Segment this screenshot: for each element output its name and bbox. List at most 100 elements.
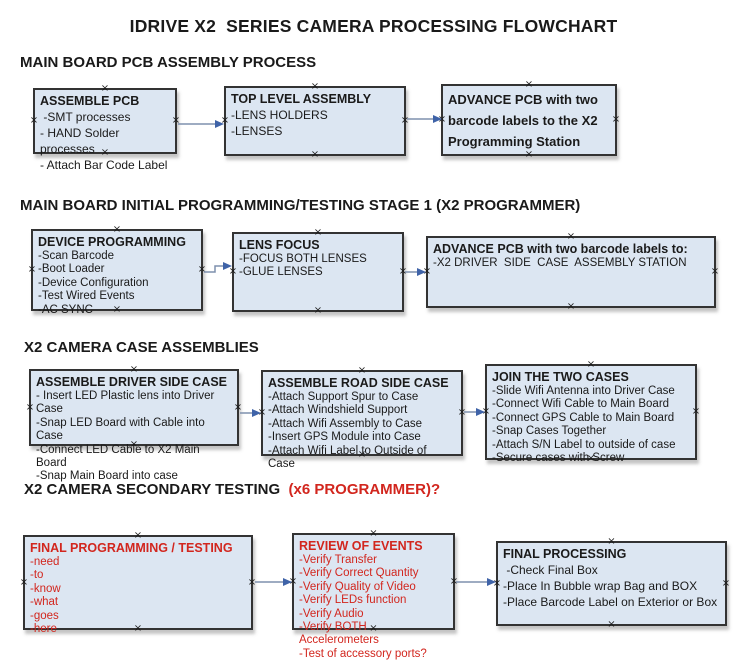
connection-point-icon: ×: [422, 266, 432, 277]
box-title: ASSEMBLE ROAD SIDE CASE: [268, 376, 449, 390]
box-item: -Snap Cases Together: [492, 425, 607, 438]
box-item: -LENSES: [231, 124, 283, 138]
box-item: -Test Wired Events: [38, 290, 135, 303]
box-item-list: -Scan Barcode-Boot Loader-Device Configu…: [38, 250, 196, 317]
flowchart-box-top-level-assembly[interactable]: TOP LEVEL ASSEMBLY -LENS HOLDERS-LENSES …: [220, 82, 410, 160]
box-item: -Verify Quality of Video: [299, 580, 416, 593]
box-title: REVIEW OF EVENTS: [299, 539, 423, 553]
box-item-list: -Slide Wifi Antenna into Driver Case-Con…: [492, 385, 690, 465]
flowchart-box-review-of-events[interactable]: REVIEW OF EVENTS -Verify Transfer-Verify…: [288, 529, 459, 660]
flowchart-box-advance-pcb-programming-station[interactable]: ADVANCE PCB with two barcode labels to t…: [437, 80, 621, 160]
box-item: -need: [30, 556, 60, 568]
connection-point-icon: ×: [288, 575, 298, 587]
box-item: - Attach Bar Code Label: [40, 158, 168, 172]
connection-point-icon: ×: [437, 114, 447, 125]
box-item: -SMT processes: [40, 110, 131, 124]
box-item: -know: [30, 582, 61, 595]
flowchart-box-assemble-road-side-case[interactable]: ASSEMBLE ROAD SIDE CASE -Attach Support …: [257, 366, 467, 471]
connector-arrow-driver-case-to-road-case: [240, 409, 261, 417]
box-item: -Verify BOTH Accelerometers: [299, 621, 379, 647]
box-item: -GLUE LENSES: [239, 266, 323, 279]
box-title: JOIN THE TWO CASES: [492, 370, 629, 384]
connection-point-icon: ×: [492, 577, 502, 589]
box-item-list: -LENS HOLDERS -LENSES: [231, 107, 399, 139]
connection-point-icon: ×: [611, 114, 621, 125]
flowchart-box-final-programming-testing[interactable]: FINAL PROGRAMMING / TESTING -need-to-kno…: [19, 531, 257, 636]
box-item-list: -Verify Transfer-Verify Correct Quantity…: [299, 554, 448, 661]
box-item-list: -FOCUS BOTH LENSES-GLUE LENSES: [239, 253, 397, 280]
flowchart-box-join-the-two-cases[interactable]: JOIN THE TWO CASES -Slide Wifi Antenna i…: [481, 360, 700, 465]
flowchart-box-advance-pcb-driver-station[interactable]: ADVANCE PCB with two barcode labels to: …: [422, 232, 720, 312]
connection-point-icon: ×: [27, 264, 37, 275]
box-item: -Snap LED Board with Cable into Case: [36, 416, 208, 443]
box-item: -Device Configuration: [38, 276, 149, 289]
box-item: - Insert LED Plastic lens into Driver Ca…: [36, 390, 218, 416]
box-item: - HAND Solder processes: [40, 126, 123, 156]
box-title: ADVANCE PCB with two barcode labels to:: [433, 242, 688, 256]
box-item: -Insert GPS Module into Case: [268, 431, 421, 444]
box-item: -Place Barcode Label on Exterior or Box: [503, 595, 718, 609]
connector-arrow-road-case-to-join-cases: [464, 408, 485, 416]
connection-point-icon: ×: [25, 401, 35, 413]
box-item: -Slide Wifi Antenna into Driver Case: [492, 385, 675, 397]
connection-point-icon: ×: [29, 115, 39, 126]
box-item: -Attach Windshield Support: [268, 404, 408, 417]
box-item: -Place In Bubble wrap Bag and BOX: [503, 579, 698, 593]
connector-arrow-lens-focus-to-advance-pcb: [405, 268, 426, 276]
connector-arrow-final-programming-to-review: [255, 578, 292, 586]
connection-point-icon: ×: [19, 576, 29, 588]
box-item-list: - Insert LED Plastic lens into Driver Ca…: [36, 390, 232, 484]
section-heading-secondary-testing-red: (x6 PROGRAMMER)?: [288, 481, 441, 498]
box-item: -Verify Audio: [299, 607, 364, 620]
box-item: -LENS HOLDERS: [231, 108, 328, 122]
box-item: -Attach Support Spur to Case: [268, 391, 419, 403]
connection-point-icon: ×: [449, 575, 459, 587]
box-title: ADVANCE PCB with two barcode labels to t…: [448, 92, 602, 149]
connection-point-icon: ×: [481, 406, 491, 417]
box-item: -to: [30, 569, 44, 582]
box-title: ASSEMBLE PCB: [40, 94, 140, 108]
box-item: -Connect Wifi Cable to Main Board: [492, 398, 670, 411]
connection-point-icon: ×: [400, 115, 410, 126]
section-heading-secondary-testing: X2 CAMERA SECONDARY TESTING (x6 PROGRAMM…: [24, 481, 440, 498]
box-item: -Attach S/N Label to outside of case: [492, 438, 676, 451]
box-item: -AC SYNC: [38, 303, 93, 316]
box-item: -here: [30, 623, 57, 636]
box-item-list: -Attach Support Spur to Case-Attach Wind…: [268, 391, 456, 471]
connection-point-icon: ×: [710, 266, 720, 277]
connector-arrow-assemble-pcb-to-top-level: [178, 120, 224, 128]
connector-arrow-review-to-final-processing: [456, 578, 496, 586]
connection-point-icon: ×: [247, 576, 257, 588]
connection-point-icon: ×: [197, 264, 207, 275]
box-item-list: -X2 DRIVER SIDE CASE ASSEMBLY STATION: [433, 257, 709, 270]
flowchart-box-lens-focus[interactable]: LENS FOCUS -FOCUS BOTH LENSES-GLUE LENSE…: [229, 228, 407, 316]
flowchart-box-assemble-driver-side-case[interactable]: ASSEMBLE DRIVER SIDE CASE - Insert LED P…: [25, 365, 243, 483]
box-item: -goes: [30, 609, 59, 622]
section-heading-pcb-assembly: MAIN BOARD PCB ASSEMBLY PROCESS: [20, 54, 317, 71]
connector-arrow-device-programming-to-lens-focus: [204, 262, 232, 273]
connection-point-icon: ×: [220, 115, 230, 126]
box-item: -Boot Loader: [38, 263, 105, 276]
box-title: TOP LEVEL ASSEMBLY: [231, 92, 372, 106]
box-item: -Verify Correct Quantity: [299, 567, 419, 580]
flowchart-box-device-programming[interactable]: DEVICE PROGRAMMING -Scan Barcode-Boot Lo…: [27, 225, 207, 316]
connector-arrow-top-level-to-advance-pcb: [407, 115, 442, 123]
flowchart-box-assemble-pcb[interactable]: ASSEMBLE PCB -SMT processes - HAND Solder…: [29, 84, 181, 173]
box-item: -Test of accessory ports?: [299, 647, 427, 660]
box-item: -FOCUS BOTH LENSES: [239, 253, 367, 265]
box-item: -what: [30, 596, 59, 609]
section-heading-case-assemblies: X2 CAMERA CASE ASSEMBLIES: [24, 339, 259, 356]
box-title: DEVICE PROGRAMMING: [38, 235, 186, 249]
box-title: LENS FOCUS: [239, 238, 320, 252]
connection-point-icon: ×: [257, 407, 267, 418]
box-item: -Check Final Box: [503, 563, 598, 577]
flowchart-box-final-processing[interactable]: FINAL PROCESSING -Check Final Box-Place …: [492, 537, 730, 630]
connection-point-icon: ×: [171, 115, 181, 126]
box-item: -Snap Main Board into case: [36, 470, 178, 483]
connection-point-icon: ×: [457, 407, 467, 418]
box-item: -X2 DRIVER SIDE CASE ASSEMBLY STATION: [433, 257, 687, 269]
box-item-list: -SMT processes - HAND Solder processes - A…: [40, 109, 170, 173]
connection-point-icon: ×: [233, 401, 243, 413]
box-item: -Connect GPS Cable to Main Board: [492, 411, 675, 424]
connection-point-icon: ×: [313, 305, 323, 316]
